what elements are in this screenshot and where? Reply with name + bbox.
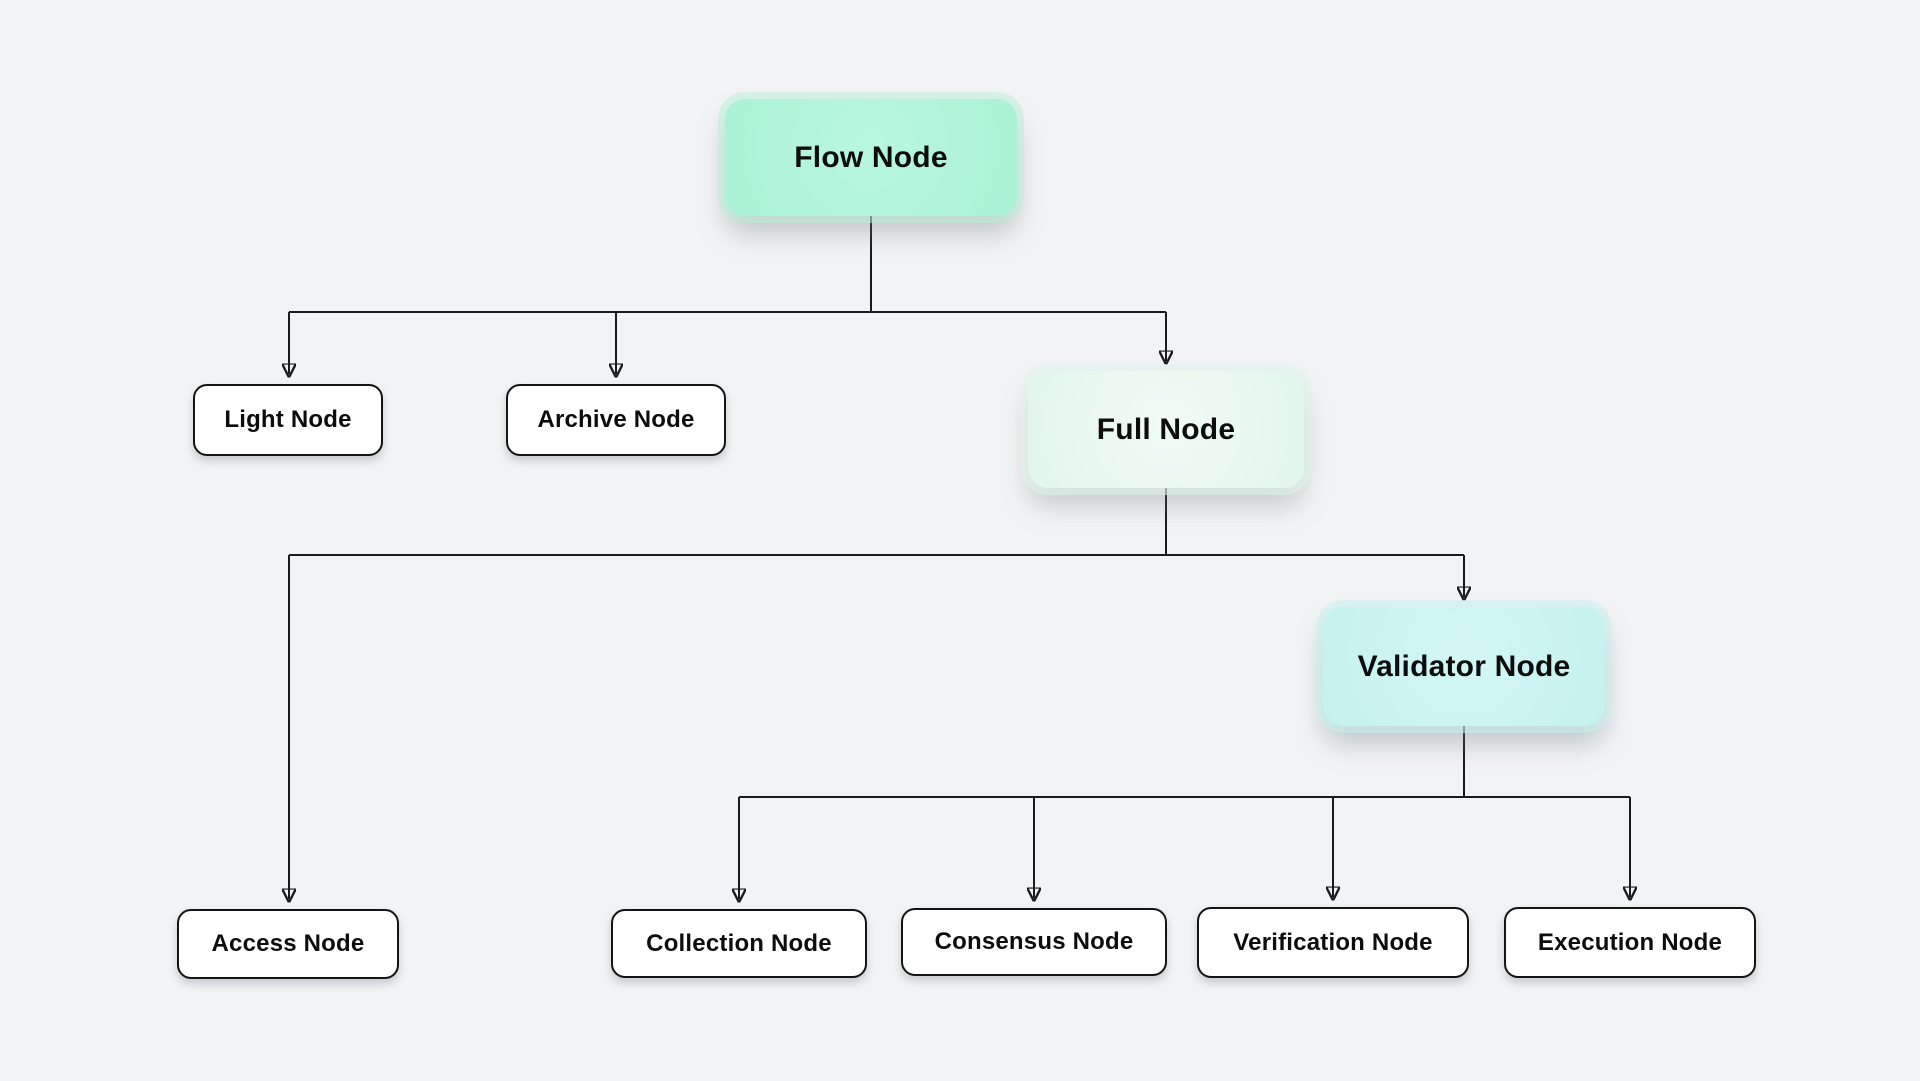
node-archive: Archive Node (506, 384, 726, 456)
node-access: Access Node (177, 909, 399, 979)
node-flow: Flow Node (725, 99, 1017, 216)
node-consensus: Consensus Node (901, 908, 1167, 976)
node-full: Full Node (1028, 371, 1304, 488)
node-execution: Execution Node (1504, 907, 1756, 978)
node-verification: Verification Node (1197, 907, 1469, 978)
node-collection: Collection Node (611, 909, 867, 978)
node-validator: Validator Node (1323, 607, 1605, 726)
node-light: Light Node (193, 384, 383, 456)
